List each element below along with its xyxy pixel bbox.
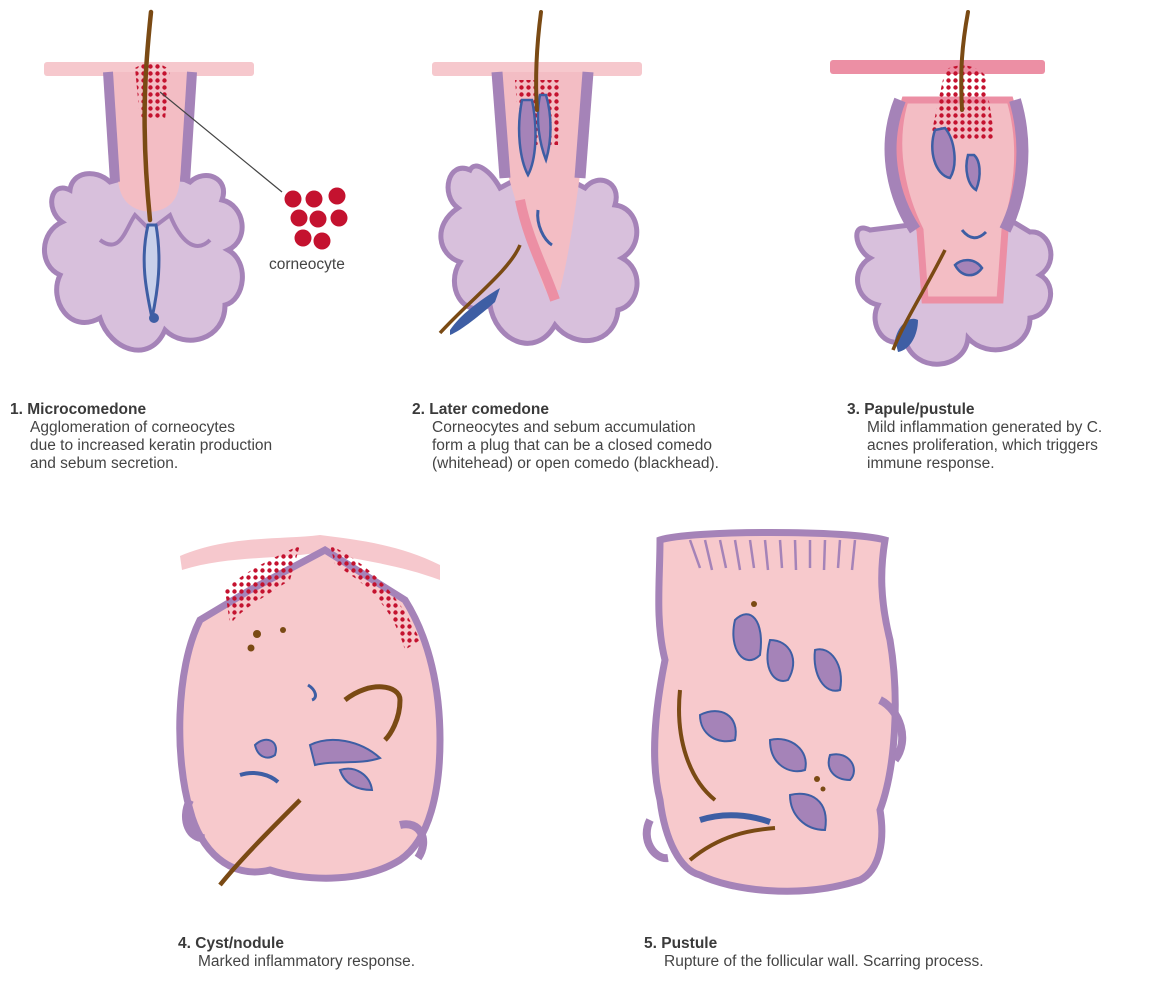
corneocyte-label: corneocyte <box>269 256 345 274</box>
stage-4-caption: 4. Cyst/nodule Marked inflammatory respo… <box>178 935 498 971</box>
stage-1-microcomedone-illustration <box>44 12 282 350</box>
stage-4-cyst-nodule-illustration <box>180 535 440 885</box>
stage-3-title: Papule/pustule <box>864 401 974 418</box>
stage-5-description: Rupture of the follicular wall. Scarring… <box>644 953 1064 971</box>
stage-1-caption: 1. Microcomedone Agglomeration of corneo… <box>10 401 370 473</box>
stage-3-number: 3. <box>847 401 860 418</box>
stage-2-description: Corneocytes and sebum accumulation form … <box>412 419 792 473</box>
stage-5-number: 5. <box>644 935 657 952</box>
stage-2-title: Later comedone <box>429 401 549 418</box>
stage-1-title: Microcomedone <box>27 401 146 418</box>
stage-3-papule-pustule-illustration <box>830 12 1051 364</box>
stage-2-caption: 2. Later comedone Corneocytes and sebum … <box>412 401 792 473</box>
stage-3-caption: 3. Papule/pustule Mild inflammation gene… <box>847 401 1152 473</box>
stage-4-number: 4. <box>178 935 191 952</box>
stage-1-description: Agglomeration of corneocytes due to incr… <box>10 419 370 473</box>
stage-5-pustule-illustration <box>647 533 902 892</box>
stage-4-description: Marked inflammatory response. <box>178 953 498 971</box>
stage-1-number: 1. <box>10 401 23 418</box>
stage-2-number: 2. <box>412 401 425 418</box>
stage-5-caption: 5. Pustule Rupture of the follicular wal… <box>644 935 1064 971</box>
stage-5-title: Pustule <box>661 935 717 952</box>
corneocyte-cluster-icon <box>285 188 348 250</box>
stage-3-description: Mild inflammation generated by C. acnes … <box>847 419 1152 473</box>
stage-4-title: Cyst/nodule <box>195 935 284 952</box>
stage-2-later-comedone-illustration <box>432 12 642 343</box>
